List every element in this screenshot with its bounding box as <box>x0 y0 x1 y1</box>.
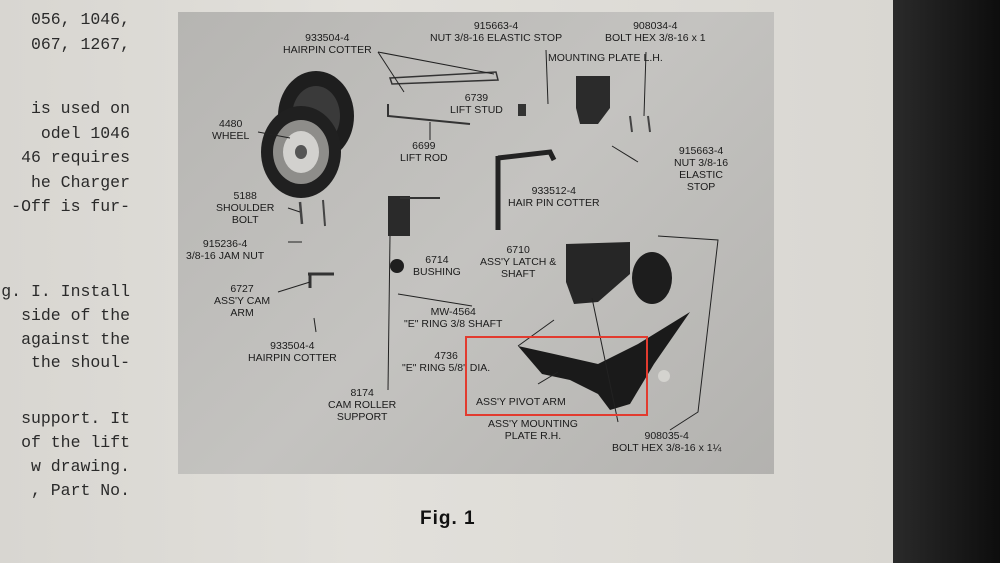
text-line: the shoul- <box>30 353 130 372</box>
lift-stud-drawing <box>518 104 526 116</box>
lift-rod-drawing <box>387 104 471 125</box>
text-line: w drawing. <box>30 457 130 476</box>
page-edge-shadow <box>893 0 1000 563</box>
bushing-drawing <box>390 259 404 273</box>
hairpin-cotter-drawing <box>388 71 499 85</box>
text-line: 056, 1046, <box>30 10 130 29</box>
text-line: support. It <box>21 409 130 428</box>
text-line: he Charger <box>30 173 130 192</box>
mounting-plate-rh-drawing <box>566 242 630 304</box>
pivot-arm-drawing <box>518 312 690 410</box>
cam-roller-support-drawing <box>388 196 410 236</box>
wheel-drawing <box>261 71 354 198</box>
text-line: , Part No. <box>30 481 130 500</box>
text-line: 46 requires <box>21 148 130 167</box>
pivot-arm-highlight-box <box>465 336 648 416</box>
text-line: odel 1046 <box>40 124 130 143</box>
text-line: side of the <box>21 306 130 325</box>
mounting-plate-lh-drawing <box>576 76 610 124</box>
text-line: is used on <box>30 99 130 118</box>
label-pivot-arm: ASS'Y PIVOT ARM <box>476 396 566 408</box>
label-e-ring-5-8: 4736"E" RING 5/8" DIA. <box>402 350 491 374</box>
text-line: 067, 1267, <box>30 35 130 54</box>
text-line: of the lift <box>21 433 130 452</box>
text-line: -Off is fur- <box>11 197 130 216</box>
cam-arm-drawing <box>308 272 334 288</box>
latch-shaft-drawing <box>495 149 557 230</box>
parts-illustration <box>257 49 719 431</box>
text-line: g. I. Install <box>1 282 130 301</box>
label-e-ring-3-8: MW-4564"E" RING 3/8 SHAFT <box>404 306 503 330</box>
figure-caption: Fig. 1 <box>420 508 476 529</box>
text-line: against the <box>21 330 130 349</box>
label-mounting-plate-lh: MOUNTING PLATE L.H. <box>548 52 663 64</box>
parts-diagram <box>178 12 774 474</box>
